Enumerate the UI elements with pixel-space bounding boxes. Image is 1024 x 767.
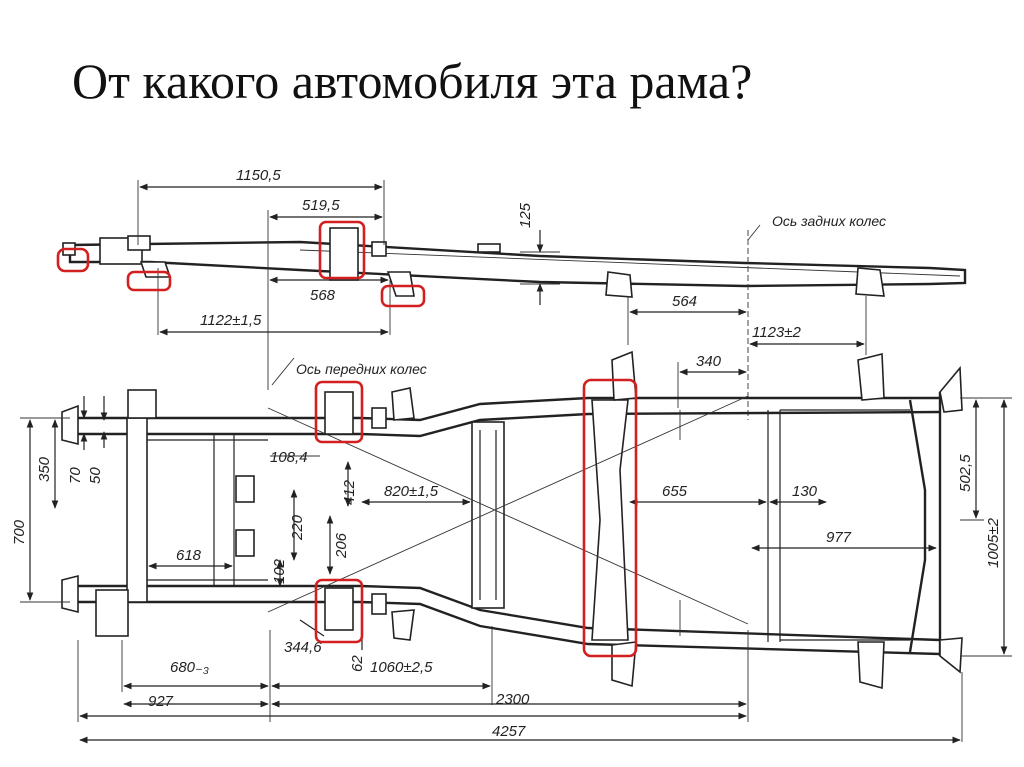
highlight-upper-bracket	[314, 380, 364, 444]
dim-70: 70	[67, 467, 84, 484]
dim-502: 502,5	[957, 454, 974, 492]
dim-820: 820±1,5	[384, 483, 439, 500]
highlight-cross-member	[582, 378, 638, 658]
plan-view	[61, 350, 963, 690]
dim-519: 519,5	[302, 197, 340, 214]
dim-130: 130	[792, 483, 818, 500]
highlight-rear-spring-mount	[380, 284, 426, 308]
highlight-marks	[56, 220, 638, 658]
dim-680: 680₋₃	[170, 659, 209, 676]
dim-340: 340	[696, 353, 722, 370]
dim-1122: 1122±1,5	[200, 312, 262, 329]
dim-220: 220	[289, 514, 306, 541]
side-view	[62, 227, 967, 298]
dim-564: 564	[672, 293, 697, 310]
slide-title: От какого автомобиля эта рама?	[72, 53, 753, 109]
dim-2300: 2300	[495, 691, 530, 708]
dim-700: 700	[11, 519, 28, 545]
dim-412: 412	[341, 479, 358, 505]
dim-1060: 1060±2,5	[370, 659, 433, 676]
highlight-side-bracket	[318, 220, 366, 280]
dim-4257: 4257	[492, 723, 526, 740]
dim-568: 568	[310, 287, 336, 304]
side-dimensions: 1150,5 519,5 568 1122±1,5 125 Ось задних…	[137, 167, 886, 420]
dim-206: 206	[333, 532, 350, 559]
dim-50: 50	[87, 467, 104, 484]
dim-1005: 1005±2	[985, 517, 1002, 568]
dim-927: 927	[148, 693, 174, 710]
highlight-front-spring-mount	[126, 270, 172, 292]
dim-350: 350	[36, 456, 53, 482]
rear-axle-note: Ось задних колес	[772, 213, 886, 229]
dim-102: 102	[271, 558, 288, 584]
dim-1150: 1150,5	[236, 167, 281, 184]
dim-977: 977	[826, 529, 852, 546]
dim-618: 618	[176, 547, 202, 564]
dim-125: 125	[517, 202, 534, 228]
highlight-front-bracket	[56, 247, 90, 273]
highlight-lower-bracket	[314, 578, 364, 644]
dim-108: 108,4	[270, 449, 308, 466]
dim-344: 344,6	[284, 639, 322, 656]
dim-655: 655	[662, 483, 688, 500]
front-axle-note: Ось передних колес	[296, 361, 427, 377]
plan-dimensions: 700 350 70 50 108,4 412 220 206 102 820±…	[11, 396, 1012, 744]
dim-1123: 1123±2	[752, 324, 801, 341]
dim-62: 62	[349, 655, 366, 672]
